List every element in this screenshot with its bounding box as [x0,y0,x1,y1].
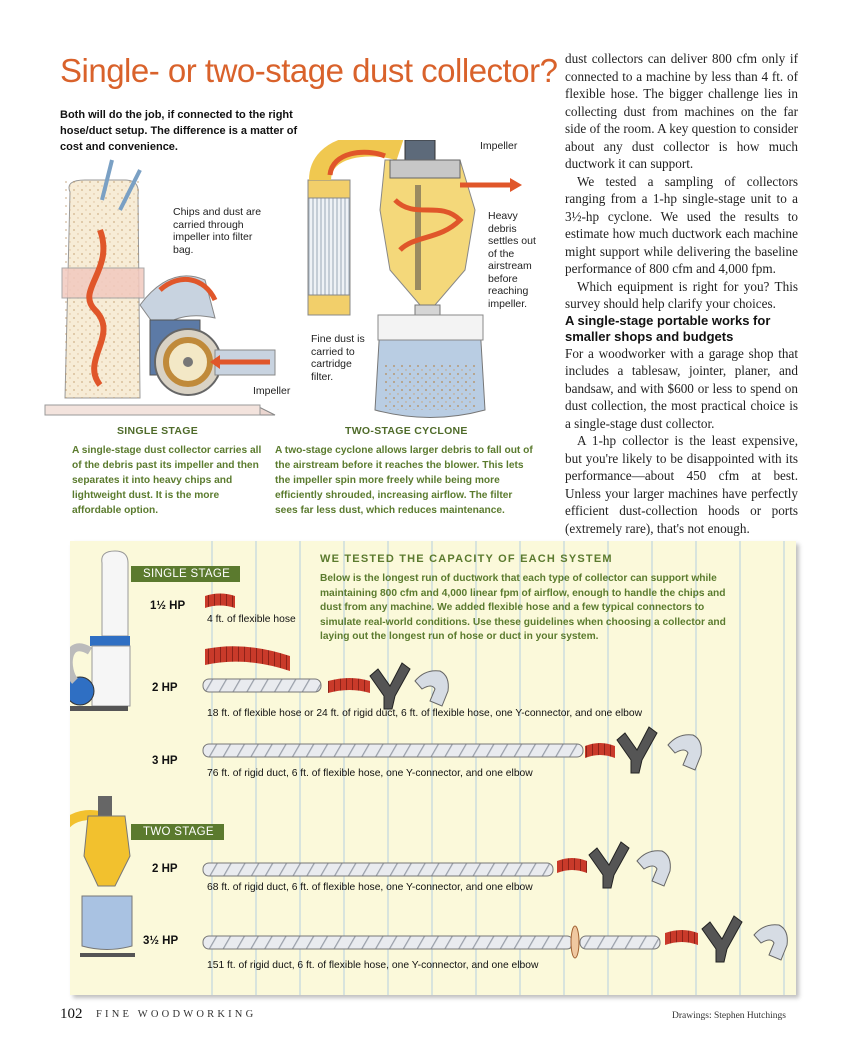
two-stage-tag: TWO STAGE [131,824,224,840]
row-description: 18 ft. of flexible hose or 24 ft. of rig… [207,708,643,719]
body-paragraph: For a woodworker with a garage shop that… [565,345,798,431]
single-stage-heading: SINGLE STAGE [117,425,198,437]
impeller-label-cyclone: Impeller [480,140,518,152]
row-description: 68 ft. of rigid duct, 6 ft. of flexible … [207,882,533,893]
fine-dust-label: Fine dust is carried to cartridge filter… [311,333,365,383]
row-description: 151 ft. of rigid duct, 6 ft. of flexible… [207,960,539,971]
panel-heading: WE TESTED THE CAPACITY OF EACH SYSTEM [320,553,613,565]
magazine-name: FINE WOODWORKING [96,1009,257,1020]
page-number: 102 [60,1006,83,1022]
chips-dust-label: Chips and dust are carried through impel… [173,206,262,256]
row-description: 76 ft. of rigid duct, 6 ft. of flexible … [207,768,533,779]
single-stage-caption: A single-stage dust collector carries al… [72,445,262,516]
collector-illustration [44,140,522,418]
heavy-debris-label: Heavy debris settles out of the airstrea… [488,210,536,310]
impeller-label-single: Impeller [253,385,291,397]
intro-text: Both will do the job, if connected to th… [60,109,298,153]
row-hp: 2 HP [152,863,178,875]
panel-description: Below is the longest run of ductwork tha… [320,573,726,642]
row-hp: 1½ HP [150,600,186,612]
body-paragraph: dust collectors can deliver 800 cfm only… [565,51,798,171]
body-paragraph: Which equipment is right for you? This s… [565,278,798,312]
single-stage-drawing [44,159,276,416]
row-description: 4 ft. of flexible hose [207,614,296,625]
body-paragraph: We tested a sampling of collectors rangi… [565,173,798,277]
body-paragraph: A 1-hp collector is the least expensive,… [565,433,798,536]
section-subhead: A single-stage portable works for smalle… [565,312,771,344]
two-stage-drawing [307,140,522,418]
capacity-panel: WE TESTED THE CAPACITY OF EACH SYSTEM Be… [70,541,796,995]
panel-graphics [70,541,788,995]
cyclone-caption: A two-stage cyclone allows larger debris… [275,445,533,516]
article-body: dust collectors can deliver 800 cfm only… [565,50,798,537]
drawing-credit: Drawings: Stephen Hutchings [672,1011,786,1021]
cyclone-heading: TWO-STAGE CYCLONE [345,425,468,437]
page-title: Single- or two-stage dust collector? [60,52,558,89]
two-stage-icon [70,796,135,957]
single-stage-tag: SINGLE STAGE [131,566,241,582]
single-stage-icon [70,550,131,711]
row-hp: 3½ HP [143,935,179,947]
row-hp: 3 HP [152,755,178,767]
row-hp: 2 HP [152,682,178,694]
